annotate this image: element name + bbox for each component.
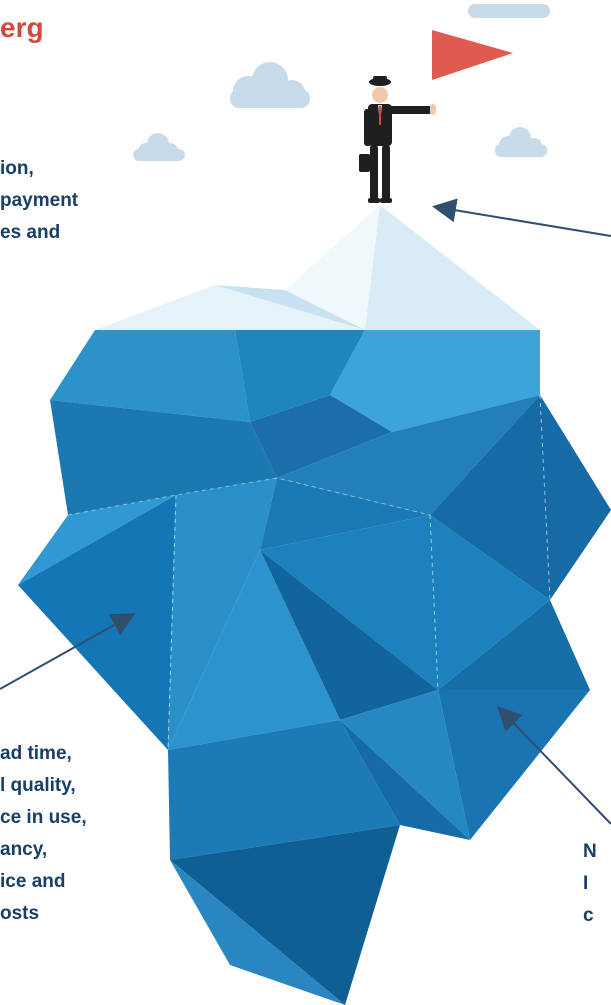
- cloud-icon: [230, 62, 310, 108]
- bottom-right-label-line: I: [583, 873, 589, 894]
- top-label-line: payment: [0, 190, 79, 211]
- bottom-left-label-line: ancy,: [0, 839, 48, 860]
- flag-icon: [432, 30, 513, 80]
- bottom-left-label: ad time, l quality, ce in use, ancy, ice…: [0, 738, 87, 930]
- bottom-left-label-line: osts: [0, 903, 40, 924]
- bottom-left-label-line: ice and: [0, 871, 66, 892]
- arrow-icon: [432, 198, 611, 237]
- iceberg-icon: [18, 205, 611, 1005]
- bottom-left-label-line: l quality,: [0, 775, 76, 796]
- bottom-right-label-line: N: [583, 841, 597, 862]
- arrow-icon: [0, 613, 136, 690]
- bottom-left-label-line: ce in use,: [0, 807, 87, 828]
- cloud-icon: [468, 4, 550, 18]
- top-label-line: es and: [0, 222, 61, 243]
- cloud-icon: [495, 127, 547, 157]
- arrow-icon: [497, 706, 611, 825]
- bottom-right-label: N I c: [583, 836, 597, 932]
- top-label-line: ion,: [0, 158, 34, 179]
- bottom-right-label-line: c: [583, 905, 594, 926]
- page-title: erg: [0, 12, 44, 43]
- cloud-icon: [133, 133, 185, 161]
- top-label: ion, payment es and: [0, 153, 78, 249]
- bottom-left-label-line: ad time,: [0, 743, 72, 764]
- businessman-icon: [359, 76, 436, 203]
